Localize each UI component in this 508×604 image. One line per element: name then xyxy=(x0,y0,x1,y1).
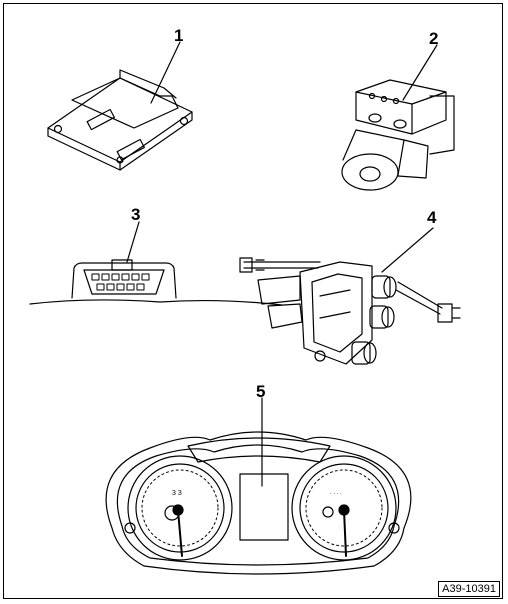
callout-number-4: 4 xyxy=(427,208,437,227)
figure-frame xyxy=(3,3,503,599)
callout-number-5: 5 xyxy=(256,382,266,401)
abs-unit-illustration xyxy=(341,79,455,191)
callout-number-2: 2 xyxy=(429,29,439,48)
figure-reference-code: A39-10391 xyxy=(438,581,500,597)
valve-block-illustration xyxy=(239,257,461,365)
control-module-illustration xyxy=(47,69,193,171)
svg-text:. . . .: . . . . xyxy=(330,490,342,496)
svg-text:3 3: 3 3 xyxy=(172,490,182,497)
callout-number-1: 1 xyxy=(174,26,184,45)
center-display xyxy=(239,473,289,541)
callout-number-3: 3 xyxy=(131,205,141,224)
callout-line-2 xyxy=(402,44,438,101)
callout-line-1 xyxy=(150,41,181,104)
diagnostic-connector-illustration xyxy=(29,259,283,306)
callout-line-3 xyxy=(126,221,140,263)
callout-line-4 xyxy=(381,227,434,273)
instrument-cluster-illustration: 3 3 . . . . xyxy=(105,431,412,575)
